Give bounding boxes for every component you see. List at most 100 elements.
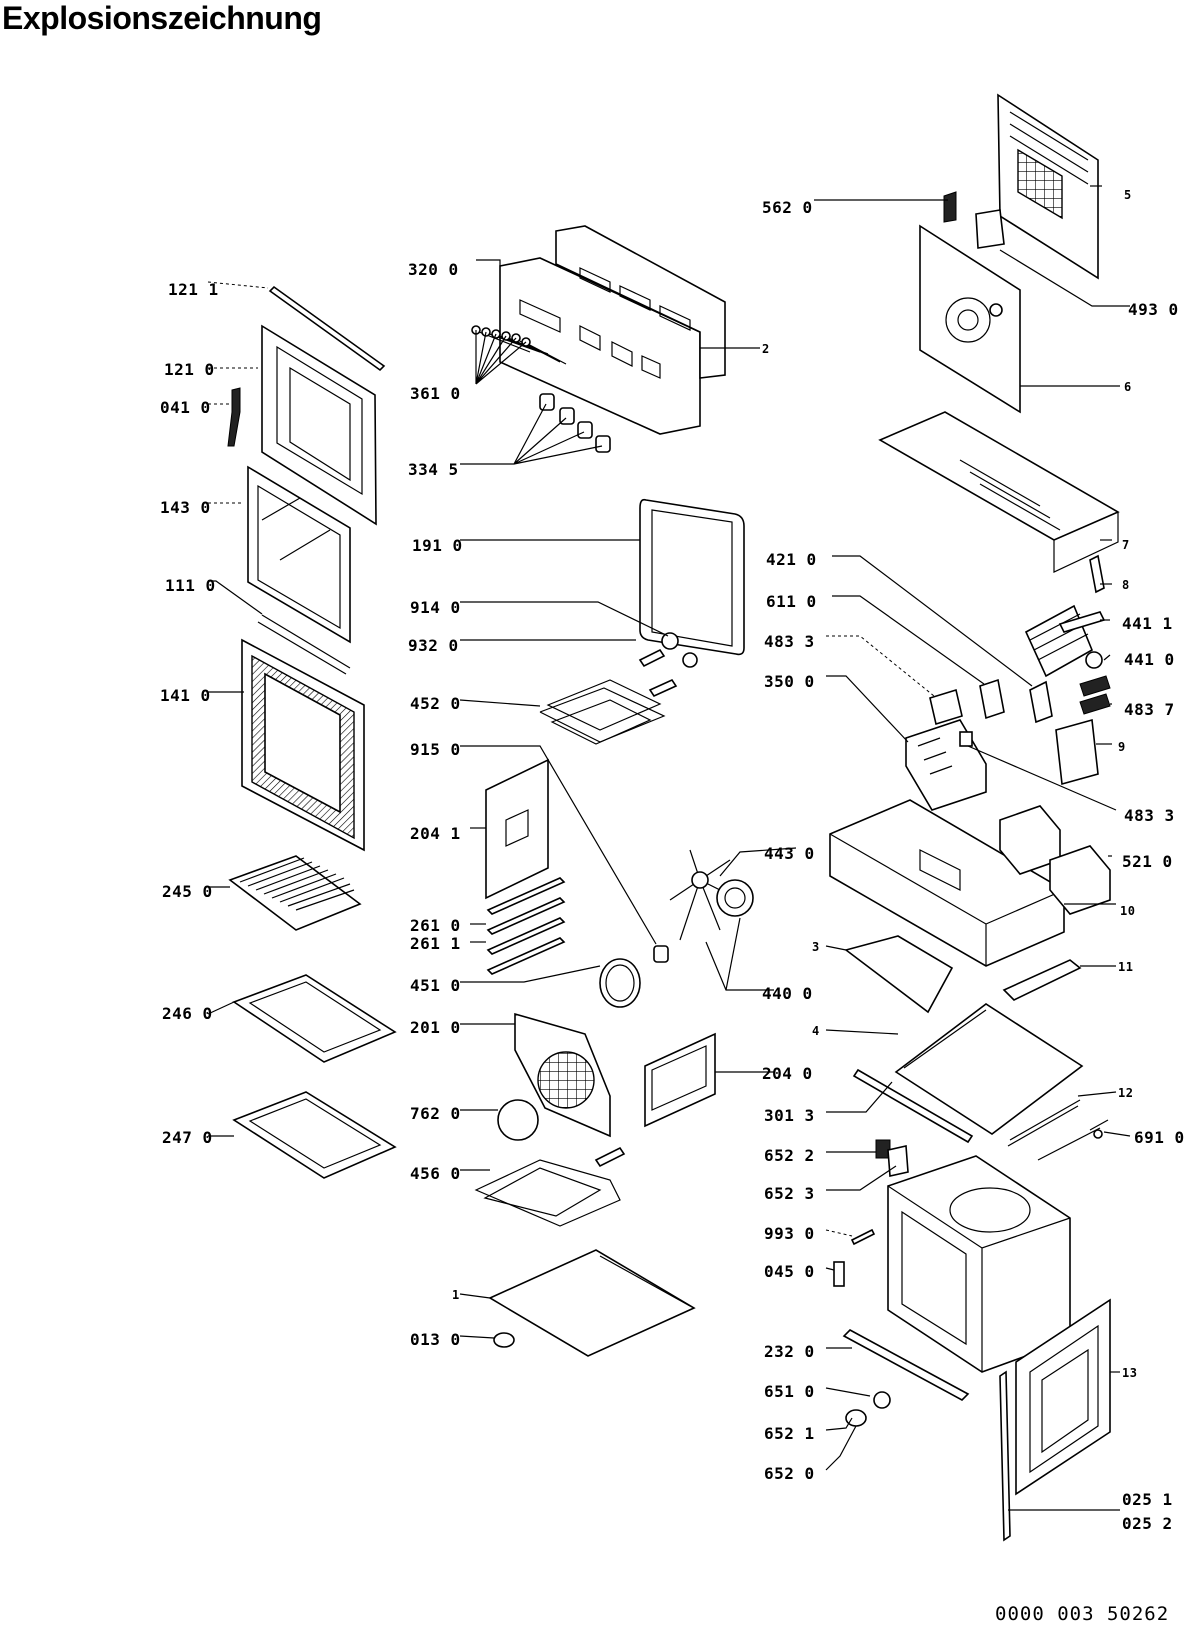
fan-heater-ring-451-0 [599, 958, 641, 1008]
bottom-strip-232-0 [842, 1329, 970, 1401]
label-9: 9 [1118, 740, 1126, 754]
leader-lines [207, 185, 1131, 1511]
label-452-0: 452 0 [410, 694, 461, 713]
label-201-0: 201 0 [410, 1018, 461, 1037]
label-261-0: 261 0 [410, 916, 461, 935]
strip-12 [1007, 1099, 1081, 1147]
door-seal-rod-111-0 [257, 614, 351, 675]
label-121-1: 121 1 [168, 280, 219, 299]
label-483-3b: 483 3 [1124, 806, 1175, 825]
label-651-0: 651 0 [764, 1382, 815, 1401]
door-frame-13 [1015, 1298, 1111, 1496]
thermostat-421-0 [1029, 680, 1053, 724]
fan-motor-443-0 [716, 879, 754, 917]
drawing-number: 0000 003 50262 [995, 1603, 1170, 1625]
label-261-1: 261 1 [410, 934, 461, 953]
label-143-0: 143 0 [160, 498, 211, 517]
door-top-strip-121-1 [268, 285, 386, 372]
side-panel-204-0 [644, 1032, 716, 1128]
terminals-483-7 [1079, 675, 1111, 715]
label-611-0: 611 0 [766, 592, 817, 611]
front-strip-301-3 [852, 1068, 974, 1144]
label-191-0: 191 0 [412, 536, 463, 555]
chassis-box-10 [829, 799, 1065, 967]
label-493-0: 493 0 [1128, 300, 1179, 319]
bracket-9 [1055, 718, 1099, 786]
label-204-1: 204 1 [410, 824, 461, 843]
wire-shelf-245-0 [228, 855, 362, 931]
label-041-0: 041 0 [160, 398, 211, 417]
label-451-0: 451 0 [410, 976, 461, 995]
label-441-0: 441 0 [1124, 650, 1175, 669]
rear-cover-panel-5 [997, 93, 1099, 280]
side-panel-rails-204-1 [485, 758, 549, 900]
label-6: 6 [1124, 380, 1132, 394]
switch-611-0 [979, 678, 1005, 720]
oven-door-seal-191-0 [639, 498, 745, 656]
lamp-socket-691-0 [1037, 1119, 1109, 1161]
label-652-0: 652 0 [764, 1464, 815, 1483]
label-12: 12 [1118, 1086, 1134, 1100]
label-483-7: 483 7 [1124, 700, 1175, 719]
door-panel-hatched-141-0 [241, 638, 365, 852]
label-691-0: 691 0 [1134, 1128, 1184, 1147]
label-456-0: 456 0 [410, 1164, 461, 1183]
terminal-block-483-3 [929, 688, 963, 726]
rear-wall-fan-cover-201-0 [514, 1012, 611, 1138]
bracket-3 [844, 935, 954, 1014]
bottom-plate-1 [488, 1249, 696, 1357]
label-045-0: 045 0 [764, 1262, 815, 1281]
strip-11 [1002, 959, 1082, 1001]
label-247-0: 247 0 [162, 1128, 213, 1147]
door-rails-025 [999, 1370, 1011, 1542]
label-10: 10 [1120, 904, 1136, 918]
label-301-3: 301 3 [764, 1106, 815, 1125]
label-025-2: 025 2 [1122, 1514, 1173, 1533]
label-350-0: 350 0 [764, 672, 815, 691]
clip-045-0 [833, 1261, 845, 1287]
baking-tray-deep-247-0 [232, 1091, 397, 1179]
screw-993-0 [850, 1228, 876, 1246]
door-hinge-041-0 [227, 387, 241, 447]
baking-tray-246-0 [232, 974, 397, 1063]
label-141-0: 141 0 [160, 686, 211, 705]
label-121-0: 121 0 [164, 360, 215, 379]
control-panel-320-0 [499, 225, 726, 435]
label-334-5: 334 5 [408, 460, 459, 479]
label-562-0: 562 0 [762, 198, 813, 217]
label-652-3: 652 3 [764, 1184, 815, 1203]
label-993-0: 993 0 [764, 1224, 815, 1243]
label-652-2: 652 2 [764, 1146, 815, 1165]
rear-wall-6 [919, 224, 1021, 414]
clip-562-0 [943, 191, 957, 223]
label-440-0: 440 0 [762, 984, 813, 1003]
label-246-0: 246 0 [162, 1004, 213, 1023]
label-1: 1 [452, 1288, 460, 1302]
label-762-0: 762 0 [410, 1104, 461, 1123]
label-7: 7 [1122, 538, 1130, 552]
shelf-supports-261 [486, 877, 566, 975]
label-245-0: 245 0 [162, 882, 213, 901]
label-111-0: 111 0 [165, 576, 216, 595]
label-441-1: 441 1 [1122, 614, 1173, 633]
grill-element-456-0 [474, 1146, 626, 1227]
terminal-483-3b [959, 731, 973, 747]
knob-651-0 [873, 1391, 891, 1409]
round-plate-762-0 [497, 1099, 539, 1141]
label-421-0: 421 0 [766, 550, 817, 569]
label-652-1: 652 1 [764, 1424, 815, 1443]
label-914-0: 914 0 [410, 598, 461, 617]
label-3: 3 [812, 940, 820, 954]
top-cover-7 [878, 411, 1120, 573]
timer-switch-350-0 [905, 719, 987, 811]
label-361-0: 361 0 [410, 384, 461, 403]
label-11: 11 [1118, 960, 1134, 974]
oven-cavity [887, 1155, 1071, 1373]
label-232-0: 232 0 [764, 1342, 815, 1361]
label-483-3a: 483 3 [764, 632, 815, 651]
fan-unit-441 [1024, 604, 1106, 678]
label-025-1: 025 1 [1122, 1490, 1173, 1509]
control-knobs-334-5 [539, 393, 611, 453]
label-5: 5 [1124, 188, 1132, 202]
